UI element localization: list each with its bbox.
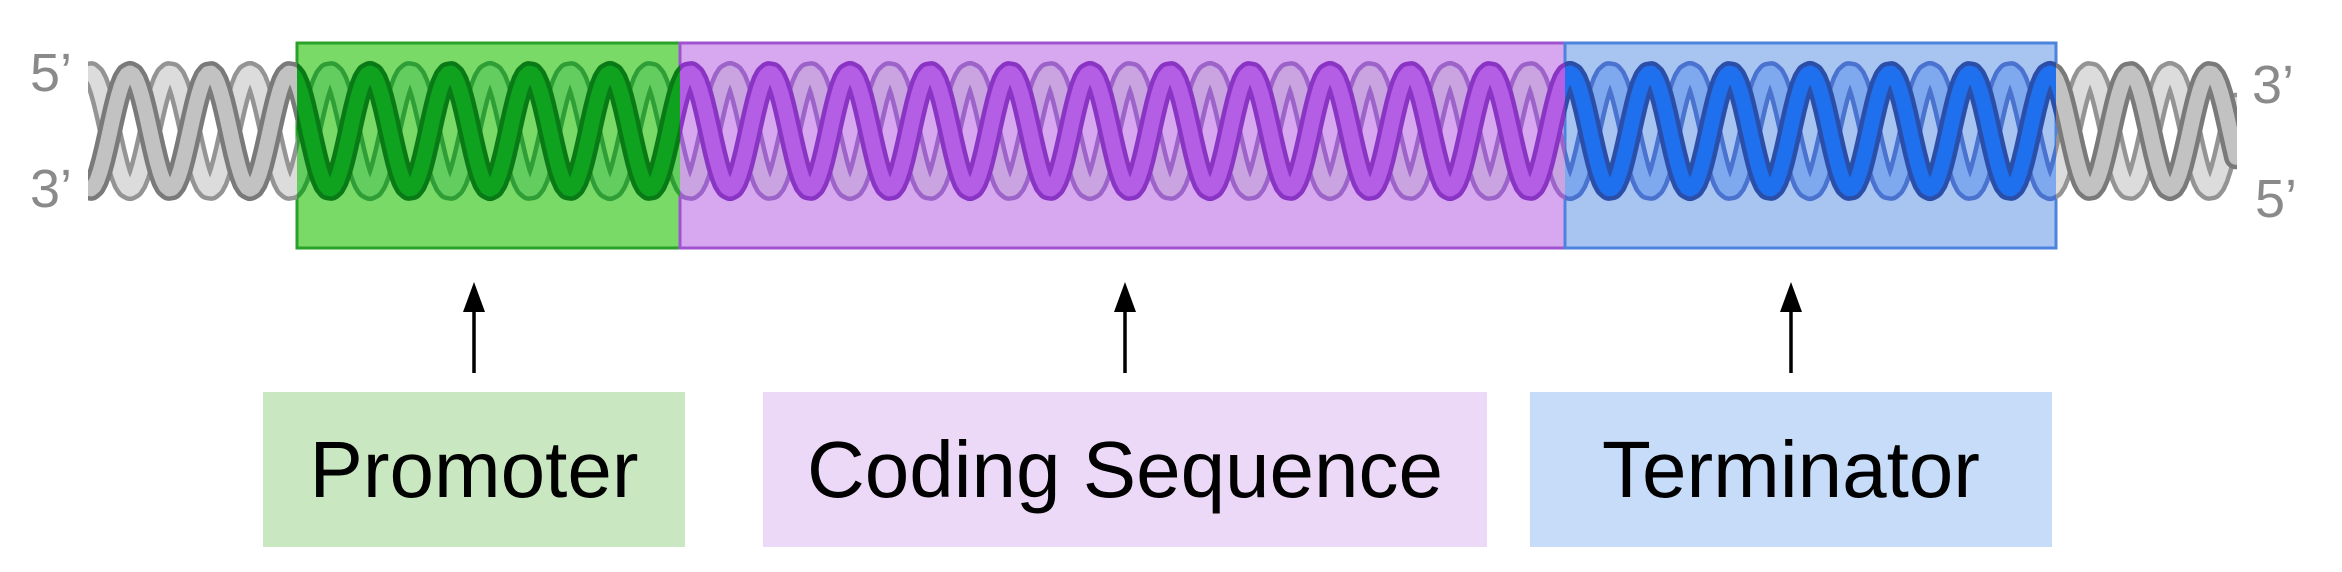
five-prime-label-right: 5’: [2255, 169, 2298, 229]
promoter-label-box: Promoter: [263, 392, 685, 547]
five-prime-label-left: 5’: [30, 43, 73, 103]
terminator-back-strand: [1565, 65, 2056, 197]
coding-sequence-front-strand: [680, 65, 1565, 197]
three-prime-label-right: 3’: [2252, 55, 2295, 115]
promoter-arrow-head: [463, 282, 485, 312]
coding-sequence-arrow-head: [1114, 282, 1136, 312]
terminator-front-strand: [1565, 65, 2056, 197]
promoter-front-strand: [297, 65, 680, 197]
terminator-label-box: Terminator: [1530, 392, 2052, 547]
three-prime-label-left: 3’: [30, 159, 73, 219]
terminator-arrow-head: [1780, 282, 1802, 312]
coding-sequence-back-strand: [680, 65, 1565, 197]
coding-sequence-label-box: Coding Sequence: [763, 392, 1487, 547]
promoter-back-strand: [297, 65, 680, 197]
